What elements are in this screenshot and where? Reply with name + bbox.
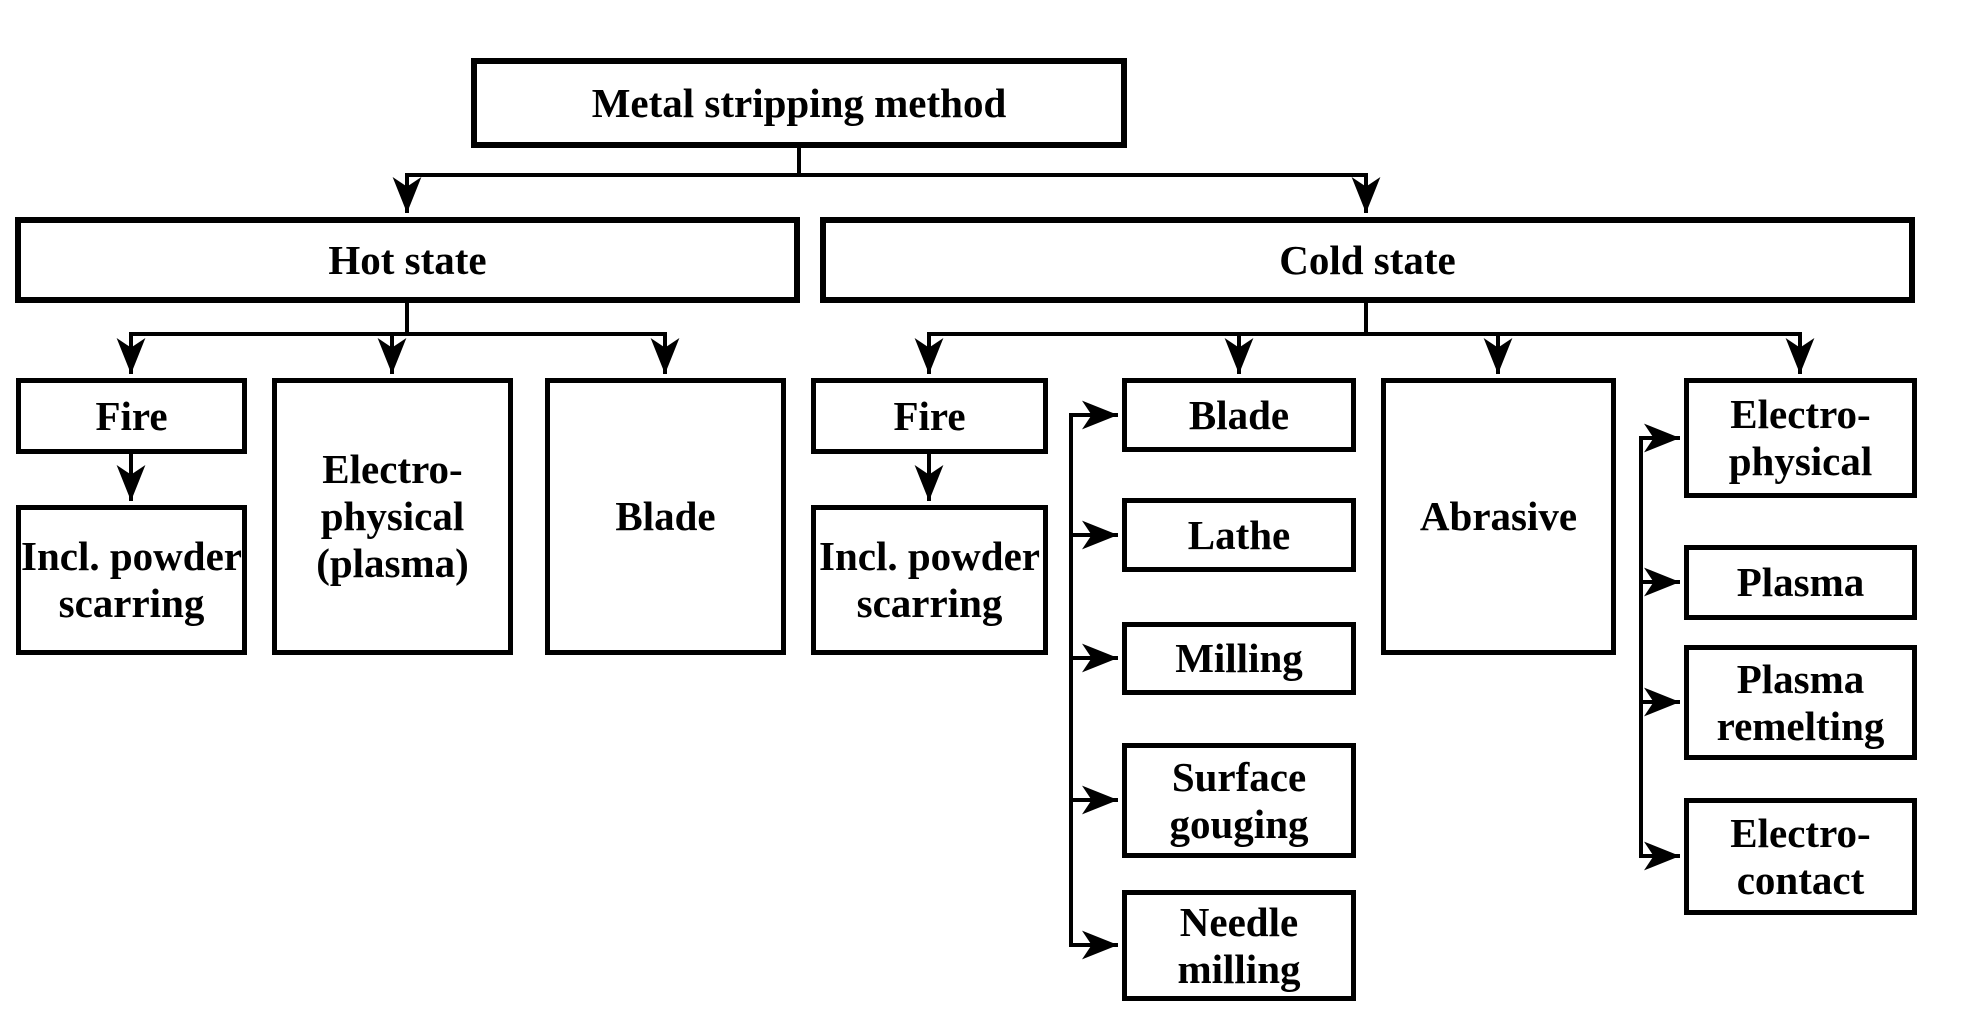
- box-surface-gouging: Surface gouging: [1122, 743, 1356, 858]
- box-hot-electro-physical-plasma: Electro- physical (plasma): [272, 378, 513, 655]
- box-cold-electro-physical: Electro- physical: [1684, 378, 1917, 498]
- box-cold-incl-powder-scarring: Incl. powder scarring: [811, 505, 1048, 655]
- box-milling: Milling: [1122, 622, 1356, 695]
- box-lathe: Lathe: [1122, 498, 1356, 572]
- box-electro-contact: Electro- contact: [1684, 798, 1917, 915]
- box-hot-state: Hot state: [15, 217, 800, 303]
- box-hot-blade: Blade: [545, 378, 786, 655]
- box-plasma-remelting: Plasma remelting: [1684, 645, 1917, 760]
- box-plasma: Plasma: [1684, 545, 1917, 620]
- box-hot-incl-powder-scarring: Incl. powder scarring: [16, 505, 247, 655]
- box-needle-milling: Needle milling: [1122, 890, 1356, 1001]
- box-cold-fire: Fire: [811, 378, 1048, 454]
- edge-group: [116, 148, 1815, 960]
- box-abrasive: Abrasive: [1381, 378, 1616, 655]
- box-metal-stripping-method: Metal stripping method: [471, 58, 1127, 148]
- box-cold-state: Cold state: [820, 217, 1915, 303]
- box-hot-fire: Fire: [16, 378, 247, 454]
- box-cold-blade: Blade: [1122, 378, 1356, 452]
